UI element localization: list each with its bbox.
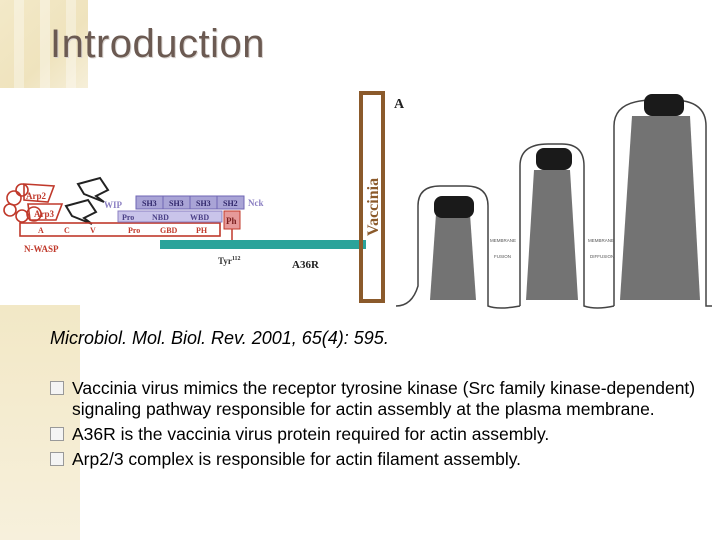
arp2-label: Arp2 — [26, 191, 46, 201]
nwasp-domain-a: A — [38, 226, 44, 235]
list-item: Vaccinia virus mimics the receptor tyros… — [50, 378, 700, 420]
citation: Microbiol. Mol. Biol. Rev. 2001, 65(4): … — [50, 328, 389, 348]
vaccinia-membrane — [359, 91, 385, 303]
nwasp-label: N-WASP — [24, 244, 59, 254]
wip-bar — [117, 210, 223, 223]
fusion-label: FUSION — [494, 254, 511, 259]
membrane-label-2: MEMBRANE — [588, 238, 614, 243]
bullet-icon — [50, 452, 64, 466]
figure-panel: Arp2 Arp3 A C V Pro GBD PH N-WASP WIP Pr… — [0, 86, 720, 318]
actin-filaments — [430, 116, 700, 300]
membrane-label: MEMBRANE — [490, 238, 516, 243]
corner-decoration-top — [0, 0, 88, 88]
nwasp-domain-pro: Pro — [128, 226, 140, 235]
bullet-icon — [50, 381, 64, 395]
bullet-list: Vaccinia virus mimics the receptor tyros… — [50, 378, 700, 474]
wip-label: WIP — [104, 200, 123, 210]
nck-domain-sh3a: SH3 — [142, 199, 157, 208]
panel-label: A — [394, 97, 405, 112]
nck-label: Nck — [248, 198, 264, 208]
page-title: Introduction — [50, 22, 266, 66]
nwasp-domain-ph: PH — [196, 226, 208, 235]
arp-complex — [3, 183, 64, 223]
nck-domain-sh3c: SH3 — [196, 199, 211, 208]
list-item: A36R is the vaccinia virus protein requi… — [50, 424, 700, 445]
wip-domain-pro: Pro — [122, 213, 134, 222]
nck-domain-sh3b: SH3 — [169, 199, 184, 208]
tyr-label: Tyr112 — [218, 256, 241, 266]
corner-decoration-bottom — [0, 305, 80, 540]
diffusion-label: DIFFUSION — [590, 254, 614, 259]
nwasp-domain-gbd: GBD — [160, 226, 178, 235]
wip-domain-nbd: NBD — [152, 213, 169, 222]
nck-protein — [135, 195, 245, 210]
a36r-bar — [160, 240, 366, 249]
wip-domain-wbd: WBD — [190, 213, 209, 222]
actin-monomer-icon — [64, 198, 98, 225]
nck-domain-sh2: SH2 — [223, 199, 238, 208]
nwasp-domain-v: V — [90, 226, 96, 235]
list-item: Arp2/3 complex is responsible for actin … — [50, 449, 700, 470]
tail-labels: MEMBRANE FUSION MEMBRANE DIFFUSION — [490, 238, 614, 259]
ph-label: Ph — [226, 216, 237, 226]
signaling-diagram: Arp2 Arp3 A C V Pro GBD PH N-WASP WIP Pr… — [3, 91, 712, 309]
nwasp-domain-c: C — [64, 226, 70, 235]
virus-particles — [434, 94, 684, 218]
bullet-icon — [50, 427, 64, 441]
vaccinia-label: Vaccinia — [365, 178, 382, 236]
actin-monomer-icon — [76, 176, 110, 203]
a36r-label: A36R — [292, 259, 320, 271]
nwasp-bar — [19, 222, 221, 237]
arp3-label: Arp3 — [34, 209, 54, 219]
